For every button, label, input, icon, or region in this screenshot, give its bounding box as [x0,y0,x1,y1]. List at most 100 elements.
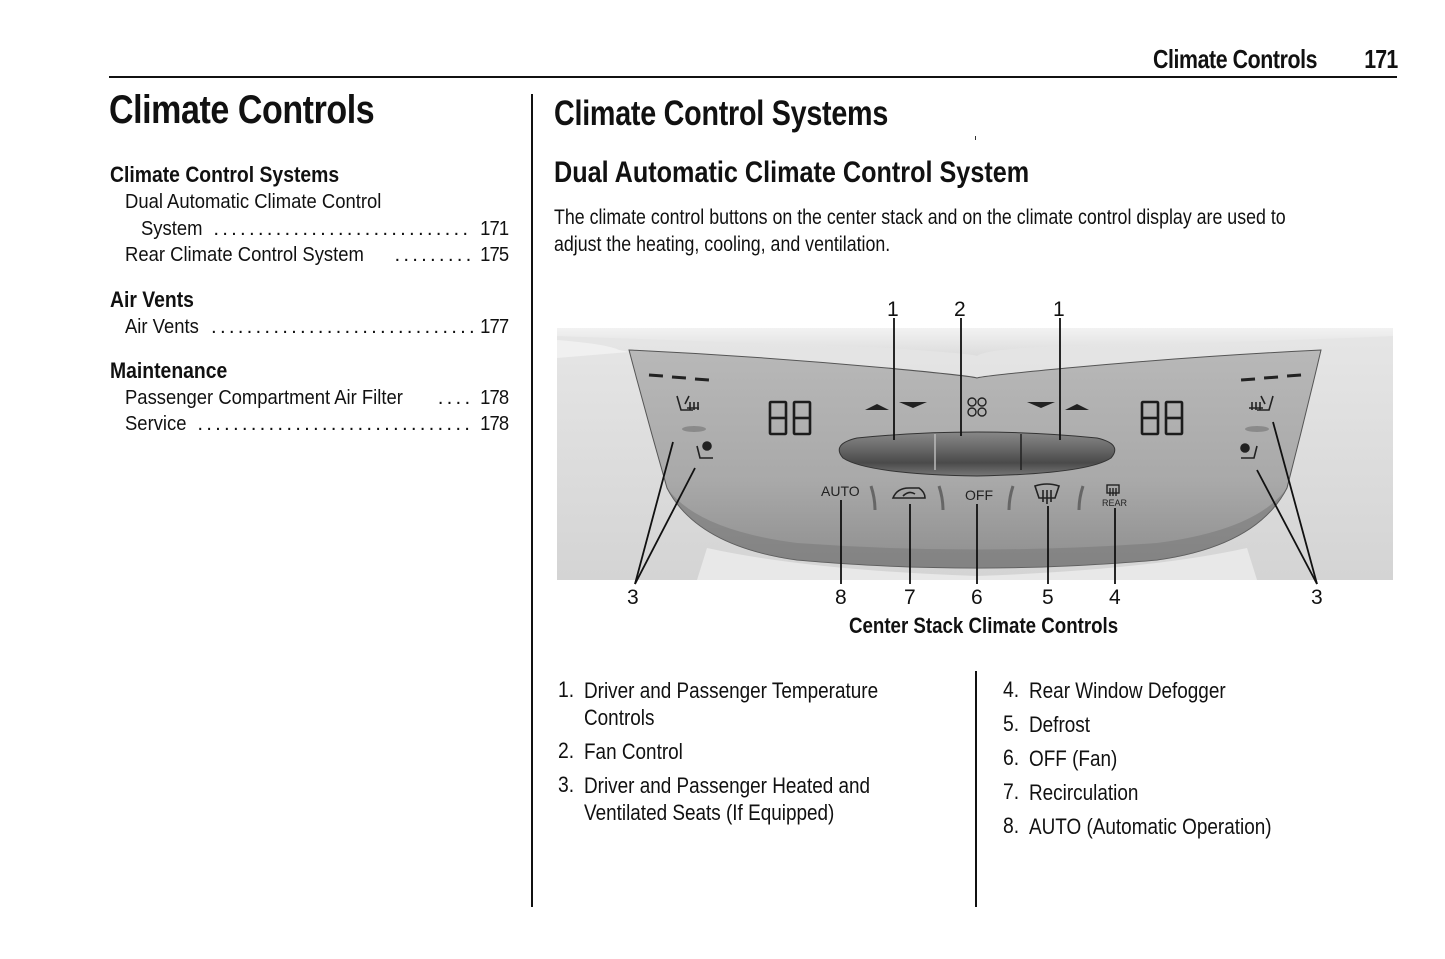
defrost-icon [1033,483,1061,504]
running-header-section: Climate Controls [1152,44,1317,74]
legend-number: 6. [1003,745,1020,770]
toc-entry-label: Rear Climate Control System [125,243,364,266]
legend-text: Recirculation [1029,780,1139,805]
rocker-knob [838,431,1116,477]
legend-number: 7. [1003,779,1020,804]
legend-line: Driver and Passenger Temperature [584,678,879,703]
legend-text: Driver and Passenger Temperature Control… [584,677,878,731]
toc-entry-page: 178 [479,412,509,435]
legend-item-6: 6. OFF (Fan) [1003,745,1132,772]
button-separator [1077,485,1085,511]
legend-number: 5. [1003,711,1020,736]
legend-item-4: 4. Rear Window Defogger [1003,677,1258,704]
legend-line: Ventilated Seats (If Equipped) [584,800,835,825]
left-temp-display [768,400,812,436]
legend-item-2: 2. Fan Control [558,738,699,765]
recirculation-icon [891,487,926,499]
callout-leaders [634,318,1318,585]
legend-line: Driver and Passenger Heated and [584,773,871,798]
toc-entry-label: Dual Automatic Climate Control [125,190,382,213]
auto-button-label: AUTO [821,483,860,499]
panel-lower-band [667,488,1287,568]
left-seat-indicator [682,426,706,432]
legend-item-1: 1. Driver and Passenger Temperature Cont… [558,677,926,731]
legend-text: Driver and Passenger Heated and Ventilat… [584,772,870,826]
left-heated-seat-icon [676,395,699,411]
illustration-drawing: AUTO OFF REAR [557,318,1393,585]
toc-entry-rear-climate[interactable]: Rear Climate Control System ............… [125,243,509,267]
toc-leader-dots: ........................................… [213,217,472,240]
toc-entry-air-vents[interactable]: Air Vents ..............................… [125,315,509,339]
left-temp-up-arrow-icon [865,404,889,410]
right-seat-level-dashes [1240,373,1302,382]
toc-entry-page: 177 [479,315,509,338]
legend-text: Fan Control [584,739,683,764]
legend-line: Controls [584,705,655,730]
legend-number: 4. [1003,677,1020,702]
legend-number: 2. [558,738,575,763]
toc-leader-dots: ........................................… [437,386,473,409]
right-ventilated-seat-icon [1240,443,1258,459]
rear-defog-icon [1106,484,1120,496]
button-separator [1007,485,1015,511]
callout-1-right: 1 [1053,298,1065,321]
button-separator [869,485,877,511]
climate-control-illustration: AUTO OFF REAR [557,298,1393,618]
legend-number: 1. [558,677,575,702]
toc-entry-dual-automatic[interactable]: System .................................… [141,217,509,241]
legend-item-8: 8. AUTO (Automatic Operation) [1003,813,1311,840]
toc-entry-page: 178 [479,386,509,409]
button-separator [937,485,945,511]
legend-item-5: 5. Defrost [1003,711,1100,738]
callout-3-right: 3 [1311,586,1323,609]
right-temp-display [1140,400,1184,436]
toc-heading-air-vents: Air Vents [110,287,194,312]
toc-entry-service[interactable]: Service ................................… [125,412,509,436]
section-title: Climate Control Systems [554,94,889,133]
top-trim [557,328,1393,356]
legend-text: Rear Window Defogger [1029,678,1226,703]
toc-entry-dual-automatic-line1[interactable]: Dual Automatic Climate Control [125,190,508,214]
callout-1-left: 1 [887,298,899,321]
running-header: Climate Controls 171 [1117,44,1398,75]
column-divider [531,94,533,907]
left-temp-down-arrow-icon [899,402,927,408]
legend-text: Defrost [1029,712,1090,737]
callout-8: 8 [835,586,847,609]
page-number: 171 [1363,44,1398,74]
right-heated-seat-icon [1249,395,1274,411]
legend-number: 3. [558,772,575,797]
toc-heading-maintenance: Maintenance [110,358,228,383]
legend-item-3: 3. Driver and Passenger Heated and Venti… [558,772,917,826]
callout-7: 7 [904,586,916,609]
rear-button-label: REAR [1102,498,1128,508]
figure-caption: Center Stack Climate Controls [849,613,1119,638]
right-seat-indicator [1245,426,1269,432]
toc-entry-air-filter[interactable]: Passenger Compartment Air Filter .......… [125,386,509,410]
toc-leader-dots: ........................................… [211,315,473,338]
toc-entry-label: Air Vents [125,315,199,338]
fan-icon [967,397,987,417]
intro-paragraph-line: The climate control buttons on the cente… [554,206,1286,229]
callout-4: 4 [1109,586,1121,609]
toc-entry-page: 175 [479,243,509,266]
callout-5: 5 [1042,586,1054,609]
toc-entry-page: 171 [479,217,509,240]
left-ventilated-seat-icon [696,441,713,459]
toc-entry-label: Service [125,412,187,435]
toc-entry-label: Passenger Compartment Air Filter [125,386,403,409]
subsection-title: Dual Automatic Climate Control System [554,156,1030,189]
callout-3-left: 3 [627,586,639,609]
stray-mark [975,136,976,140]
legend-item-7: 7. Recirculation [1003,779,1156,806]
right-temp-up-arrow-icon [1065,404,1089,410]
left-seat-level-dashes [648,373,710,382]
intro-paragraph-line: adjust the heating, cooling, and ventila… [554,233,891,256]
toc-leader-dots: ........................................… [197,412,473,435]
legend-number: 8. [1003,813,1020,838]
header-rule [109,76,1397,78]
off-button-label: OFF [965,487,993,503]
left-trim-sweep [557,340,629,358]
chapter-title: Climate Controls [109,88,375,132]
callout-2: 2 [954,298,966,321]
